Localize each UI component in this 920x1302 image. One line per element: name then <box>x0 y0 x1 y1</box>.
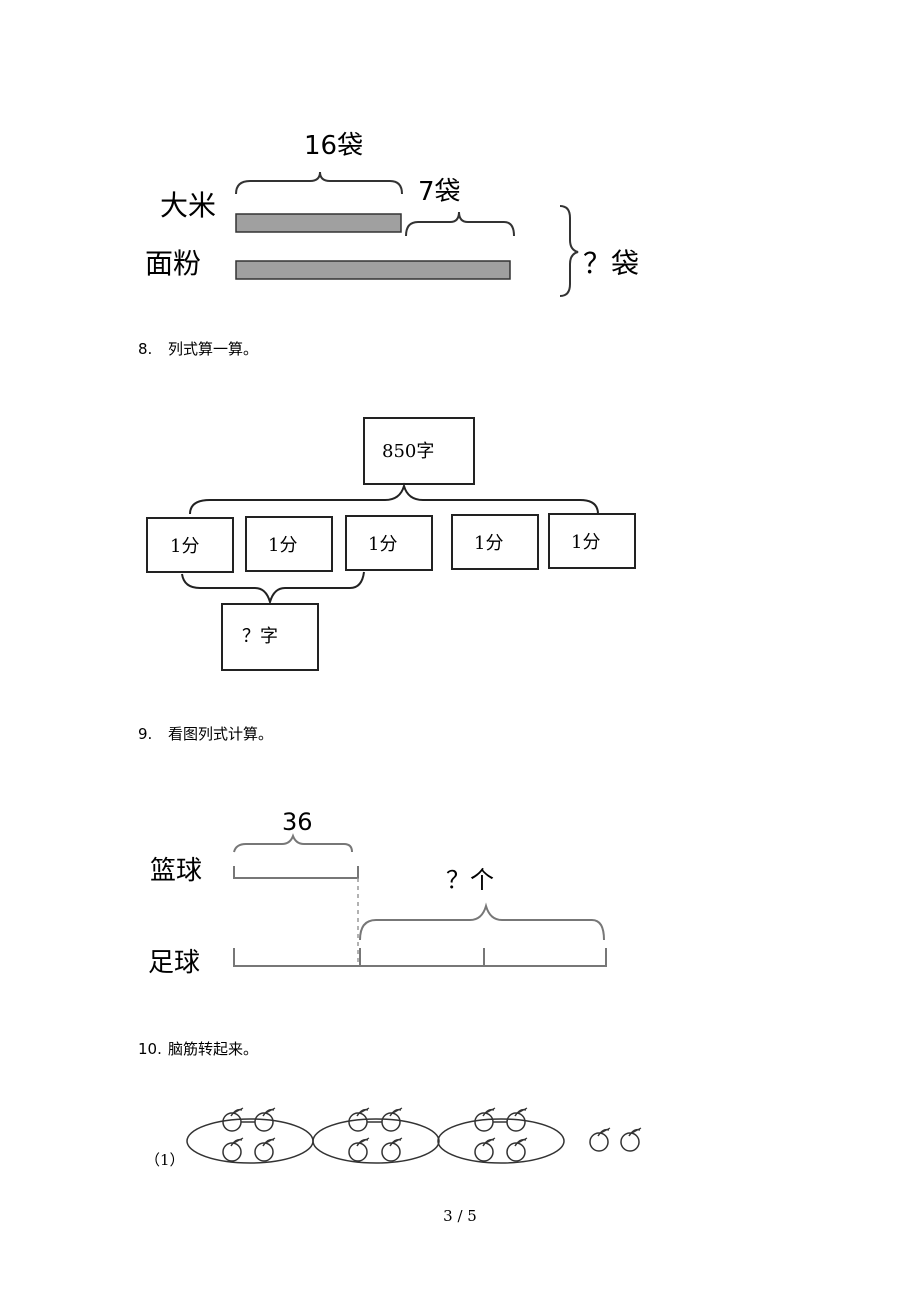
result-box-text: ？字 <box>242 626 278 647</box>
question-8-number: 8. <box>138 340 153 358</box>
apple-group-3 <box>437 1118 565 1164</box>
apple-icon <box>589 1127 611 1152</box>
football-line <box>233 948 607 967</box>
minute-box-2 <box>245 516 333 572</box>
apple-icon <box>254 1137 276 1162</box>
basketball-brace <box>233 833 353 853</box>
question-8: 8. 列式算一算。 <box>138 338 258 359</box>
basketball-brace-label: 36 <box>282 808 313 836</box>
apple-icon <box>381 1137 403 1162</box>
question-9-number: 9. <box>138 725 153 743</box>
total-box <box>363 417 475 485</box>
minute-box-5-text: 1分 <box>571 532 600 553</box>
question-8-text: 列式算一算。 <box>168 340 259 358</box>
flour-label: 面粉 <box>145 247 201 280</box>
question-10-number: 10. <box>138 1040 162 1058</box>
minute-box-1 <box>146 517 234 573</box>
minute-box-1-text: 1分 <box>170 536 199 557</box>
minute-box-2-text: 1分 <box>268 535 297 556</box>
minute-box-4-text: 1分 <box>474 533 503 554</box>
flour-bar <box>235 260 511 280</box>
apple-icon <box>506 1137 528 1162</box>
basketball-label: 篮球 <box>150 856 202 886</box>
question-9: 9. 看图列式计算。 <box>138 723 273 744</box>
basketball-line <box>233 866 359 879</box>
apple-group-1 <box>186 1118 314 1164</box>
rice-flour-diagram: 16袋 大米 7袋 面粉 ？袋 <box>145 131 639 297</box>
mid-brace-label: 7袋 <box>418 177 461 207</box>
ball-diagram: 36 篮球 ？个 足球 <box>148 808 607 978</box>
apple-icon <box>474 1137 496 1162</box>
minute-box-5 <box>548 513 636 569</box>
question-10: 10. 脑筋转起来。 <box>138 1038 258 1059</box>
result-box <box>221 603 319 671</box>
apples-diagram: （1） <box>145 1107 642 1169</box>
minute-box-3 <box>345 515 433 571</box>
top-brace <box>235 171 403 195</box>
right-brace-label: ？袋 <box>583 247 639 280</box>
result-brace <box>181 571 365 606</box>
total-brace <box>189 482 599 515</box>
top-brace-label: 16袋 <box>304 131 363 161</box>
rice-label: 大米 <box>160 189 216 222</box>
mid-brace <box>405 211 515 237</box>
football-label: 足球 <box>148 948 200 978</box>
question-9-text: 看图列式计算。 <box>168 725 274 743</box>
apple-icon <box>222 1137 244 1162</box>
apple-group-2 <box>312 1118 440 1164</box>
rice-bar <box>235 213 402 233</box>
football-brace <box>359 902 605 941</box>
question-10-text: 脑筋转起来。 <box>168 1040 259 1058</box>
apple-icon <box>620 1127 642 1152</box>
page-number: 3 / 5 <box>443 1207 477 1225</box>
minute-box-4 <box>451 514 539 570</box>
apples-sub-label: （1） <box>145 1151 185 1169</box>
football-brace-label: ？个 <box>446 866 494 894</box>
right-brace <box>559 205 579 297</box>
apple-icon <box>348 1137 370 1162</box>
total-box-text: 850字 <box>382 441 434 462</box>
minute-box-3-text: 1分 <box>368 534 397 555</box>
typing-diagram: 850字 1分 1分 1分 1分 1分 ？字 <box>146 417 636 671</box>
